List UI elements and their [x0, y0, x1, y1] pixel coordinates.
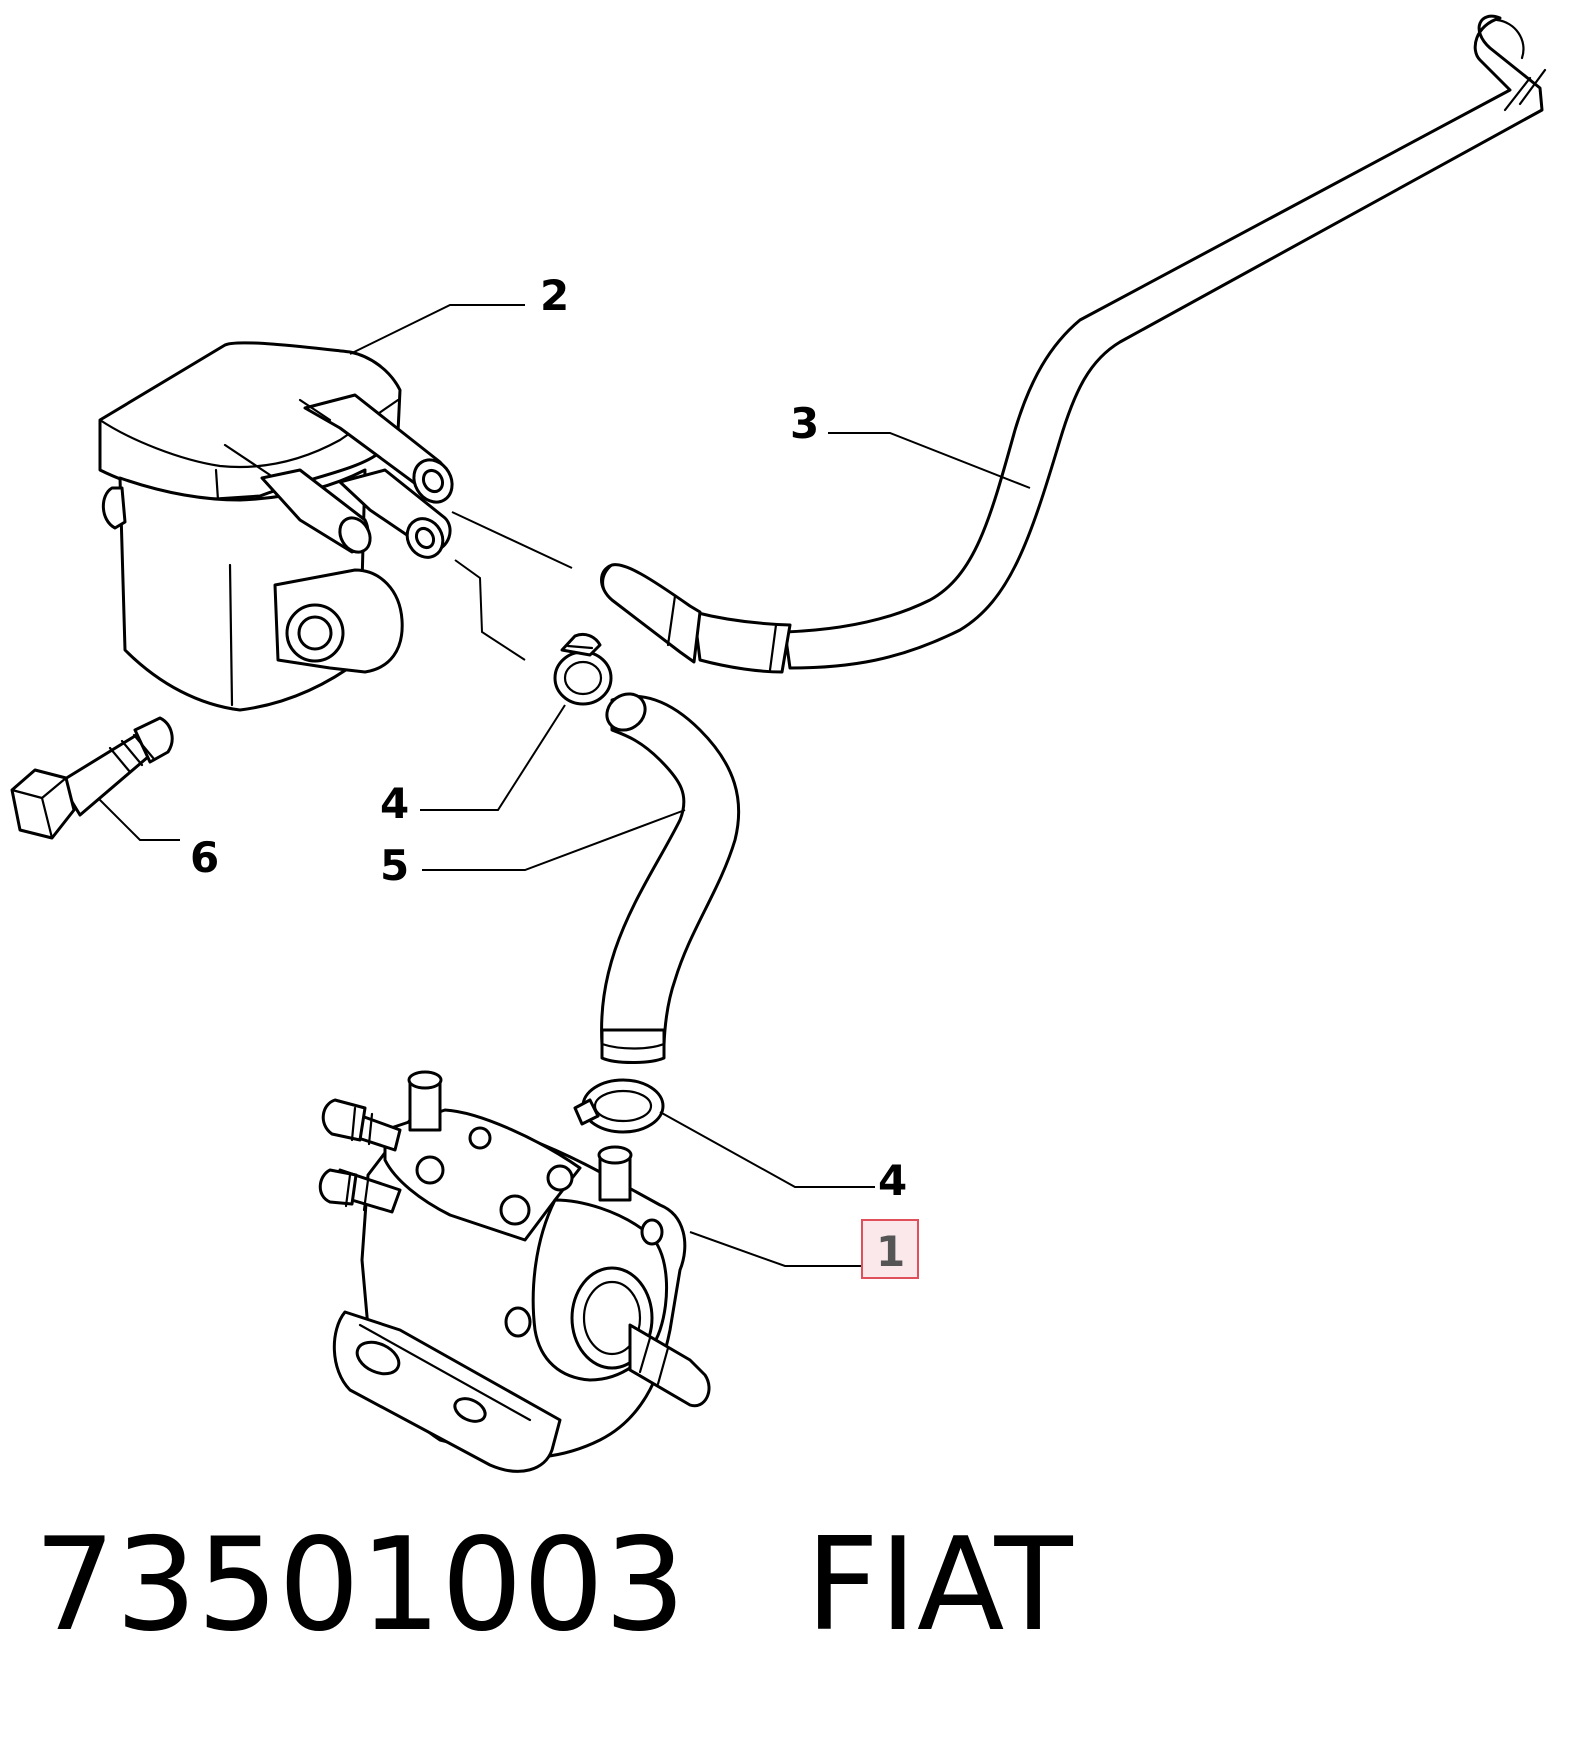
part-caption: 73501003 FIAT [34, 1500, 1073, 1670]
callout-5: 5 [380, 841, 409, 890]
fuel-filter-housing [98, 341, 454, 712]
leader-2 [349, 304, 525, 355]
hose-clamp-upper [553, 632, 613, 706]
leader-6 [97, 797, 180, 841]
leader-5 [422, 809, 686, 871]
callout-4-upper: 4 [380, 779, 409, 828]
leader-4-lower [659, 1111, 875, 1188]
callout-6: 6 [190, 833, 219, 882]
callout-1-highlight [861, 1219, 919, 1279]
guide-filter-to-hose [451, 511, 573, 569]
leader-lines [97, 304, 1031, 1267]
part-number: 73501003 [34, 1510, 686, 1660]
leader-3 [828, 432, 1031, 489]
callout-1: 1 [876, 1227, 905, 1276]
callout-2: 2 [540, 271, 569, 320]
callouts: 2 3 4 5 6 4 1 [190, 271, 919, 1279]
fuel-hose-long [600, 14, 1547, 674]
leader-4-upper [420, 704, 566, 811]
hose-clamp-lower [573, 1078, 665, 1134]
callout-3: 3 [790, 399, 819, 448]
bolt [10, 716, 174, 840]
leader-1 [689, 1231, 870, 1267]
high-pressure-pump [318, 1070, 711, 1473]
fuel-hose-short [600, 692, 741, 1064]
callout-4-lower: 4 [878, 1156, 907, 1205]
guide-filter-to-clamp [454, 559, 526, 661]
brand-name: FIAT [805, 1510, 1073, 1660]
